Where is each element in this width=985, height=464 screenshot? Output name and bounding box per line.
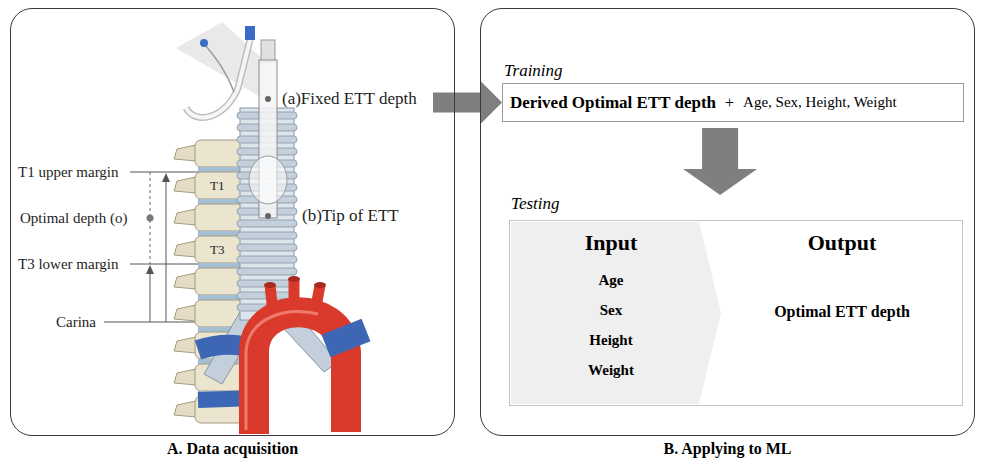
plus-sign: +	[725, 94, 734, 112]
panel-caption: B. Applying to ML	[481, 440, 974, 458]
testing-group: TestingOutputOptimal ETT depthInputAgeSe…	[509, 194, 965, 408]
input-feature: Height	[511, 330, 711, 350]
arrowhead	[146, 265, 154, 274]
tube-connector	[261, 40, 275, 62]
margin-label: T3 lower margin	[18, 255, 119, 273]
trachea-ring	[237, 232, 297, 239]
section-heading: Testing	[511, 194, 560, 214]
tip-dot	[265, 213, 271, 219]
pilot-balloon	[200, 39, 208, 47]
spinous-process	[174, 209, 196, 225]
input-feature: Sex	[511, 300, 711, 320]
block-arrow	[683, 128, 757, 195]
spine	[174, 140, 245, 423]
tube-cuff	[249, 156, 287, 204]
tube-sketch	[186, 40, 250, 118]
input-feature: Age	[511, 270, 711, 290]
pilot-line	[206, 46, 234, 92]
disc	[198, 263, 242, 268]
input-feature: Weight	[511, 360, 711, 380]
zoom-wedge	[176, 22, 264, 98]
vertebra	[195, 204, 245, 231]
dimension-label: Optimal depth (o)	[20, 209, 127, 227]
margin-label: T1 upper margin	[18, 163, 119, 181]
trachea-ring	[237, 244, 297, 251]
trachea-ring	[237, 220, 297, 227]
disc	[198, 199, 242, 204]
carina-label: Carina	[56, 313, 96, 331]
callout-label: (a)Fixed ETT depth	[282, 90, 417, 108]
spinous-process	[174, 369, 196, 385]
midpoint-dot	[147, 215, 154, 222]
trachea-ring	[237, 268, 297, 275]
aorta-highlight	[246, 311, 318, 430]
disc	[198, 167, 242, 172]
pulmonary-artery	[326, 330, 366, 346]
endotracheal-tube	[176, 22, 287, 219]
dimension-arrow	[166, 180, 167, 322]
depth-dot	[265, 96, 271, 102]
tube-sketch	[186, 40, 250, 118]
vessel-opening	[264, 282, 276, 288]
block-arrow	[433, 81, 502, 125]
spinous-process	[174, 177, 196, 193]
vessel-opening	[314, 282, 326, 288]
disc	[198, 295, 242, 300]
training-target: Derived Optimal ETT depth	[510, 93, 716, 113]
spinous-process	[174, 401, 196, 417]
output-heading: Output	[719, 230, 965, 256]
tube-connector	[245, 26, 255, 40]
input-chevron: InputAgeSexHeightWeight	[511, 222, 721, 404]
spinous-process	[174, 305, 196, 321]
margin-line	[130, 172, 206, 173]
spinous-process	[174, 145, 196, 161]
vertebra-label: T3	[210, 241, 224, 259]
section-heading: Training	[504, 61, 563, 81]
spinous-process	[174, 337, 196, 353]
spinous-process	[174, 241, 196, 257]
vessel-opening	[288, 276, 300, 282]
panel: B. Applying to MLDerived Optimal ETT dep…	[480, 8, 975, 436]
aorta	[254, 312, 346, 434]
vertebra-label: T1	[210, 177, 224, 195]
spinous-process	[174, 273, 196, 289]
training-group: Derived Optimal ETT depth + Age, Sex, Heig…	[502, 61, 966, 123]
great-vessels	[198, 276, 366, 434]
chevron-fill	[511, 222, 721, 404]
training-features: Age, Sex, Height, Weight	[743, 94, 897, 111]
output-value: Optimal ETT depth	[719, 302, 965, 322]
dimension-arrow	[150, 272, 151, 322]
trachea-ring	[237, 280, 297, 287]
panel-caption: A. Data acquisition	[11, 440, 454, 458]
arrowhead	[162, 173, 170, 182]
text-row: Derived Optimal ETT depth + Age, Sex, Heig…	[510, 83, 897, 122]
input-heading: Input	[511, 230, 711, 256]
margin-line	[130, 264, 206, 265]
callout-label: (b)Tip of ETT	[302, 207, 399, 225]
disc	[198, 231, 242, 236]
trachea-ring	[237, 256, 297, 263]
